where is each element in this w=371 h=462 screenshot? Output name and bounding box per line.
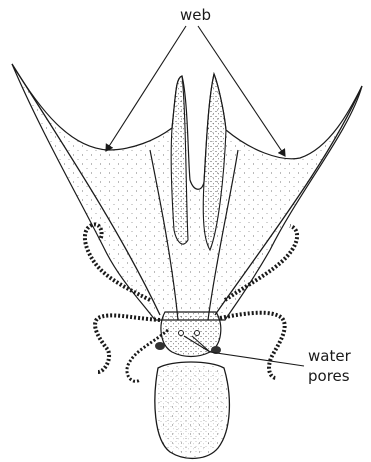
water-pores-label-line1: water (308, 347, 351, 366)
water-pores-label-line2: pores (308, 367, 350, 386)
water-pore-left (179, 331, 184, 336)
water-pore-right (195, 331, 200, 336)
web-label: web (180, 6, 211, 25)
eye-left (155, 342, 165, 350)
curled-arm-right-lower (220, 313, 285, 378)
mantle-stipple-overlay (158, 368, 224, 453)
